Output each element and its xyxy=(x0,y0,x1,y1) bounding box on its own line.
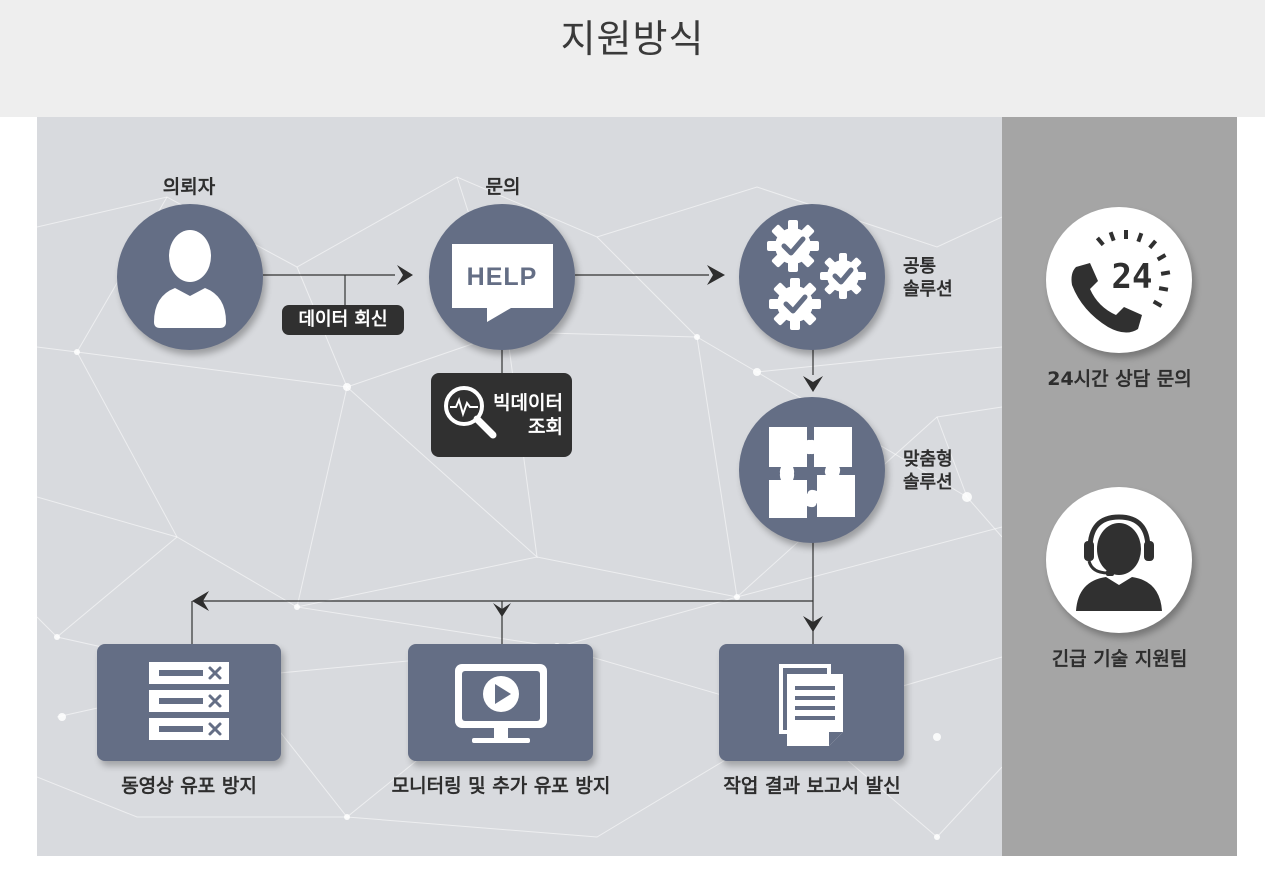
common-solution-label: 공통 솔루션 xyxy=(903,255,953,301)
header-band xyxy=(0,0,1265,117)
report-node xyxy=(719,644,904,761)
arrow-right-icon xyxy=(397,265,413,285)
arrow-right-icon xyxy=(707,265,725,285)
requester-label: 의뢰자 xyxy=(162,176,216,198)
monitoring-node xyxy=(408,644,593,761)
help-speech-bubble-icon: HELP xyxy=(452,244,553,322)
clock-number: 24 xyxy=(1112,257,1153,297)
help-text: HELP xyxy=(467,263,538,291)
flow-connectors xyxy=(191,265,823,644)
arrow-down-icon xyxy=(803,616,823,632)
document-stack-icon xyxy=(779,664,843,746)
custom-solution-line-1: 맞춤형 xyxy=(903,449,953,470)
block-distribution-label: 동영상 유포 방지 xyxy=(121,775,257,797)
custom-solution-label: 맞춤형 솔루션 xyxy=(903,448,953,494)
common-solution-line-2: 솔루션 xyxy=(903,279,953,300)
common-solution-node xyxy=(739,204,885,350)
phone-24h-icon: 24 xyxy=(1071,230,1171,333)
arrow-left-icon xyxy=(192,591,209,611)
block-distribution-node xyxy=(97,644,281,761)
support-team-node xyxy=(1046,487,1192,633)
bigdata-lookup-box: 빅데이터 조회 xyxy=(431,373,572,457)
video-monitor-icon xyxy=(455,664,547,743)
monitoring-label: 모니터링 및 추가 유포 방지 xyxy=(391,775,611,797)
custom-solution-line-2: 솔루션 xyxy=(903,472,953,493)
headset-agent-icon xyxy=(1076,514,1162,611)
blocked-list-icon xyxy=(149,662,229,740)
support-side-panel: 24 24시간 상담 문의 긴급 기술 지원팀 xyxy=(1002,117,1237,856)
process-panel: 의뢰자 데이터 회신 문의 HELP 빅데이터 조회 xyxy=(37,117,1002,856)
user-icon xyxy=(154,230,226,328)
inquiry-node: HELP xyxy=(429,204,575,350)
hotline-node: 24 xyxy=(1046,207,1192,353)
support-team-label: 긴급 기술 지원팀 xyxy=(1051,648,1188,670)
gears-check-icon xyxy=(767,220,866,330)
report-label: 작업 결과 보고서 발신 xyxy=(723,775,901,797)
common-solution-line-1: 공통 xyxy=(903,256,937,277)
arrow-down-icon xyxy=(803,376,823,392)
magnifier-pulse-icon xyxy=(444,386,497,439)
inquiry-label: 문의 xyxy=(485,176,521,198)
bigdata-line-1: 빅데이터 xyxy=(493,392,563,414)
puzzle-icon xyxy=(769,427,855,518)
requester-node xyxy=(117,204,263,350)
data-reply-tag: 데이터 회신 xyxy=(282,305,404,335)
arrow-down-icon xyxy=(493,603,511,617)
page-title: 지원방식 xyxy=(560,17,705,61)
bigdata-line-2: 조회 xyxy=(528,416,563,438)
custom-solution-node xyxy=(739,397,885,543)
hotline-label: 24시간 상담 문의 xyxy=(1047,368,1192,390)
